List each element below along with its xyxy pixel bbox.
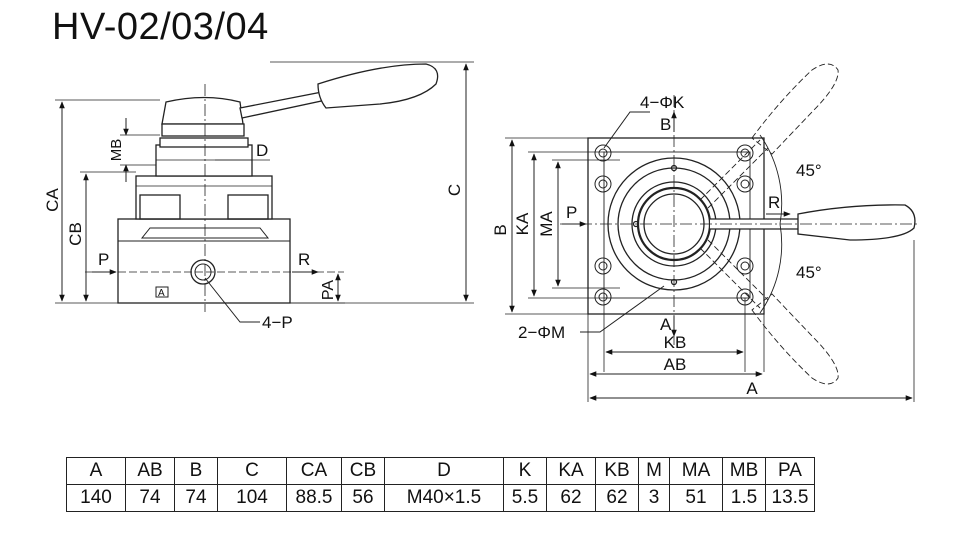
top-port-r-label: R bbox=[768, 193, 780, 212]
dim-cb-label: CB bbox=[66, 222, 85, 246]
value-cell: 74 bbox=[174, 484, 218, 512]
top-view-labels: B KA MA KB AB A P R B A 4−ΦK 2−ΦM 45° 45… bbox=[491, 93, 822, 398]
value-cell: 1.5 bbox=[722, 484, 766, 512]
technical-drawing: CA CB MB C PA D P R 4−P A bbox=[43, 61, 920, 402]
alt-lever-positions bbox=[699, 63, 839, 385]
dim-pa-label: PA bbox=[320, 280, 337, 300]
valve-cover bbox=[135, 175, 273, 220]
dim-ab-label: AB bbox=[664, 355, 687, 374]
handle-hub bbox=[161, 96, 244, 125]
value-cell: 74 bbox=[125, 484, 175, 512]
header-cell: D bbox=[384, 457, 504, 485]
header-cell: MA bbox=[669, 457, 723, 485]
lever-arm bbox=[239, 91, 327, 119]
front-view bbox=[55, 61, 474, 323]
angle-upper-label: 45° bbox=[796, 161, 822, 180]
hole-m-callout: 2−ΦM bbox=[518, 323, 565, 342]
header-cell: K bbox=[503, 457, 547, 485]
hole-k-callout: 4−ΦK bbox=[640, 93, 685, 112]
top-port-p-label: P bbox=[566, 203, 577, 222]
angle-lower-label: 45° bbox=[796, 263, 822, 282]
header-cell: M bbox=[638, 457, 670, 485]
value-cell: 140 bbox=[66, 484, 126, 512]
page-title: HV-02/03/04 bbox=[52, 6, 269, 48]
header-cell: AB bbox=[125, 457, 175, 485]
value-cell: 51 bbox=[669, 484, 723, 512]
header-cell: KA bbox=[546, 457, 596, 485]
value-cell: 88.5 bbox=[286, 484, 342, 512]
header-cell: KB bbox=[595, 457, 639, 485]
top-port-b-label: B bbox=[660, 115, 671, 134]
port-r-label: R bbox=[298, 250, 310, 269]
header-cell: PA bbox=[765, 457, 815, 485]
header-cell: MB bbox=[722, 457, 766, 485]
value-cell: 3 bbox=[638, 484, 670, 512]
lever-grip bbox=[317, 63, 439, 109]
value-cell: 56 bbox=[341, 484, 385, 512]
port-a-mark: A bbox=[158, 288, 165, 299]
value-cell: M40×1.5 bbox=[384, 484, 504, 512]
header-cell: A bbox=[66, 457, 126, 485]
header-cell: C bbox=[217, 457, 287, 485]
port-callout-label: 4−P bbox=[262, 313, 293, 332]
dim-a-label: A bbox=[746, 379, 758, 398]
value-cell: 62 bbox=[595, 484, 639, 512]
value-cell: 13.5 bbox=[765, 484, 815, 512]
header-cell: CB bbox=[341, 457, 385, 485]
dimension-table: A AB B C CA CB D K KA KB M MA MB PA 140 … bbox=[66, 457, 815, 512]
header-cell: CA bbox=[286, 457, 342, 485]
value-cell: 104 bbox=[217, 484, 287, 512]
dim-c-label: C bbox=[445, 184, 464, 196]
dim-ma-label: MA bbox=[537, 211, 556, 237]
front-view-labels: CA CB MB C PA D P R 4−P A bbox=[43, 139, 464, 332]
value-cell: 5.5 bbox=[503, 484, 547, 512]
top-view bbox=[505, 63, 920, 402]
table-value-row: 140 74 74 104 88.5 56 M40×1.5 5.5 62 62 … bbox=[66, 484, 815, 512]
dim-b-label: B bbox=[491, 224, 510, 235]
header-cell: B bbox=[174, 457, 218, 485]
dim-mb-label: MB bbox=[108, 139, 125, 162]
top-lever-grip bbox=[797, 204, 916, 241]
port-p-label: P bbox=[98, 250, 109, 269]
top-port-a-label: A bbox=[660, 315, 672, 334]
value-cell: 62 bbox=[546, 484, 596, 512]
dim-d-label: D bbox=[256, 141, 268, 160]
dim-ka-label: KA bbox=[513, 212, 532, 235]
dim-kb-label: KB bbox=[664, 333, 687, 352]
table-header-row: A AB B C CA CB D K KA KB M MA MB PA bbox=[66, 457, 815, 485]
dim-ca-label: CA bbox=[43, 188, 62, 212]
